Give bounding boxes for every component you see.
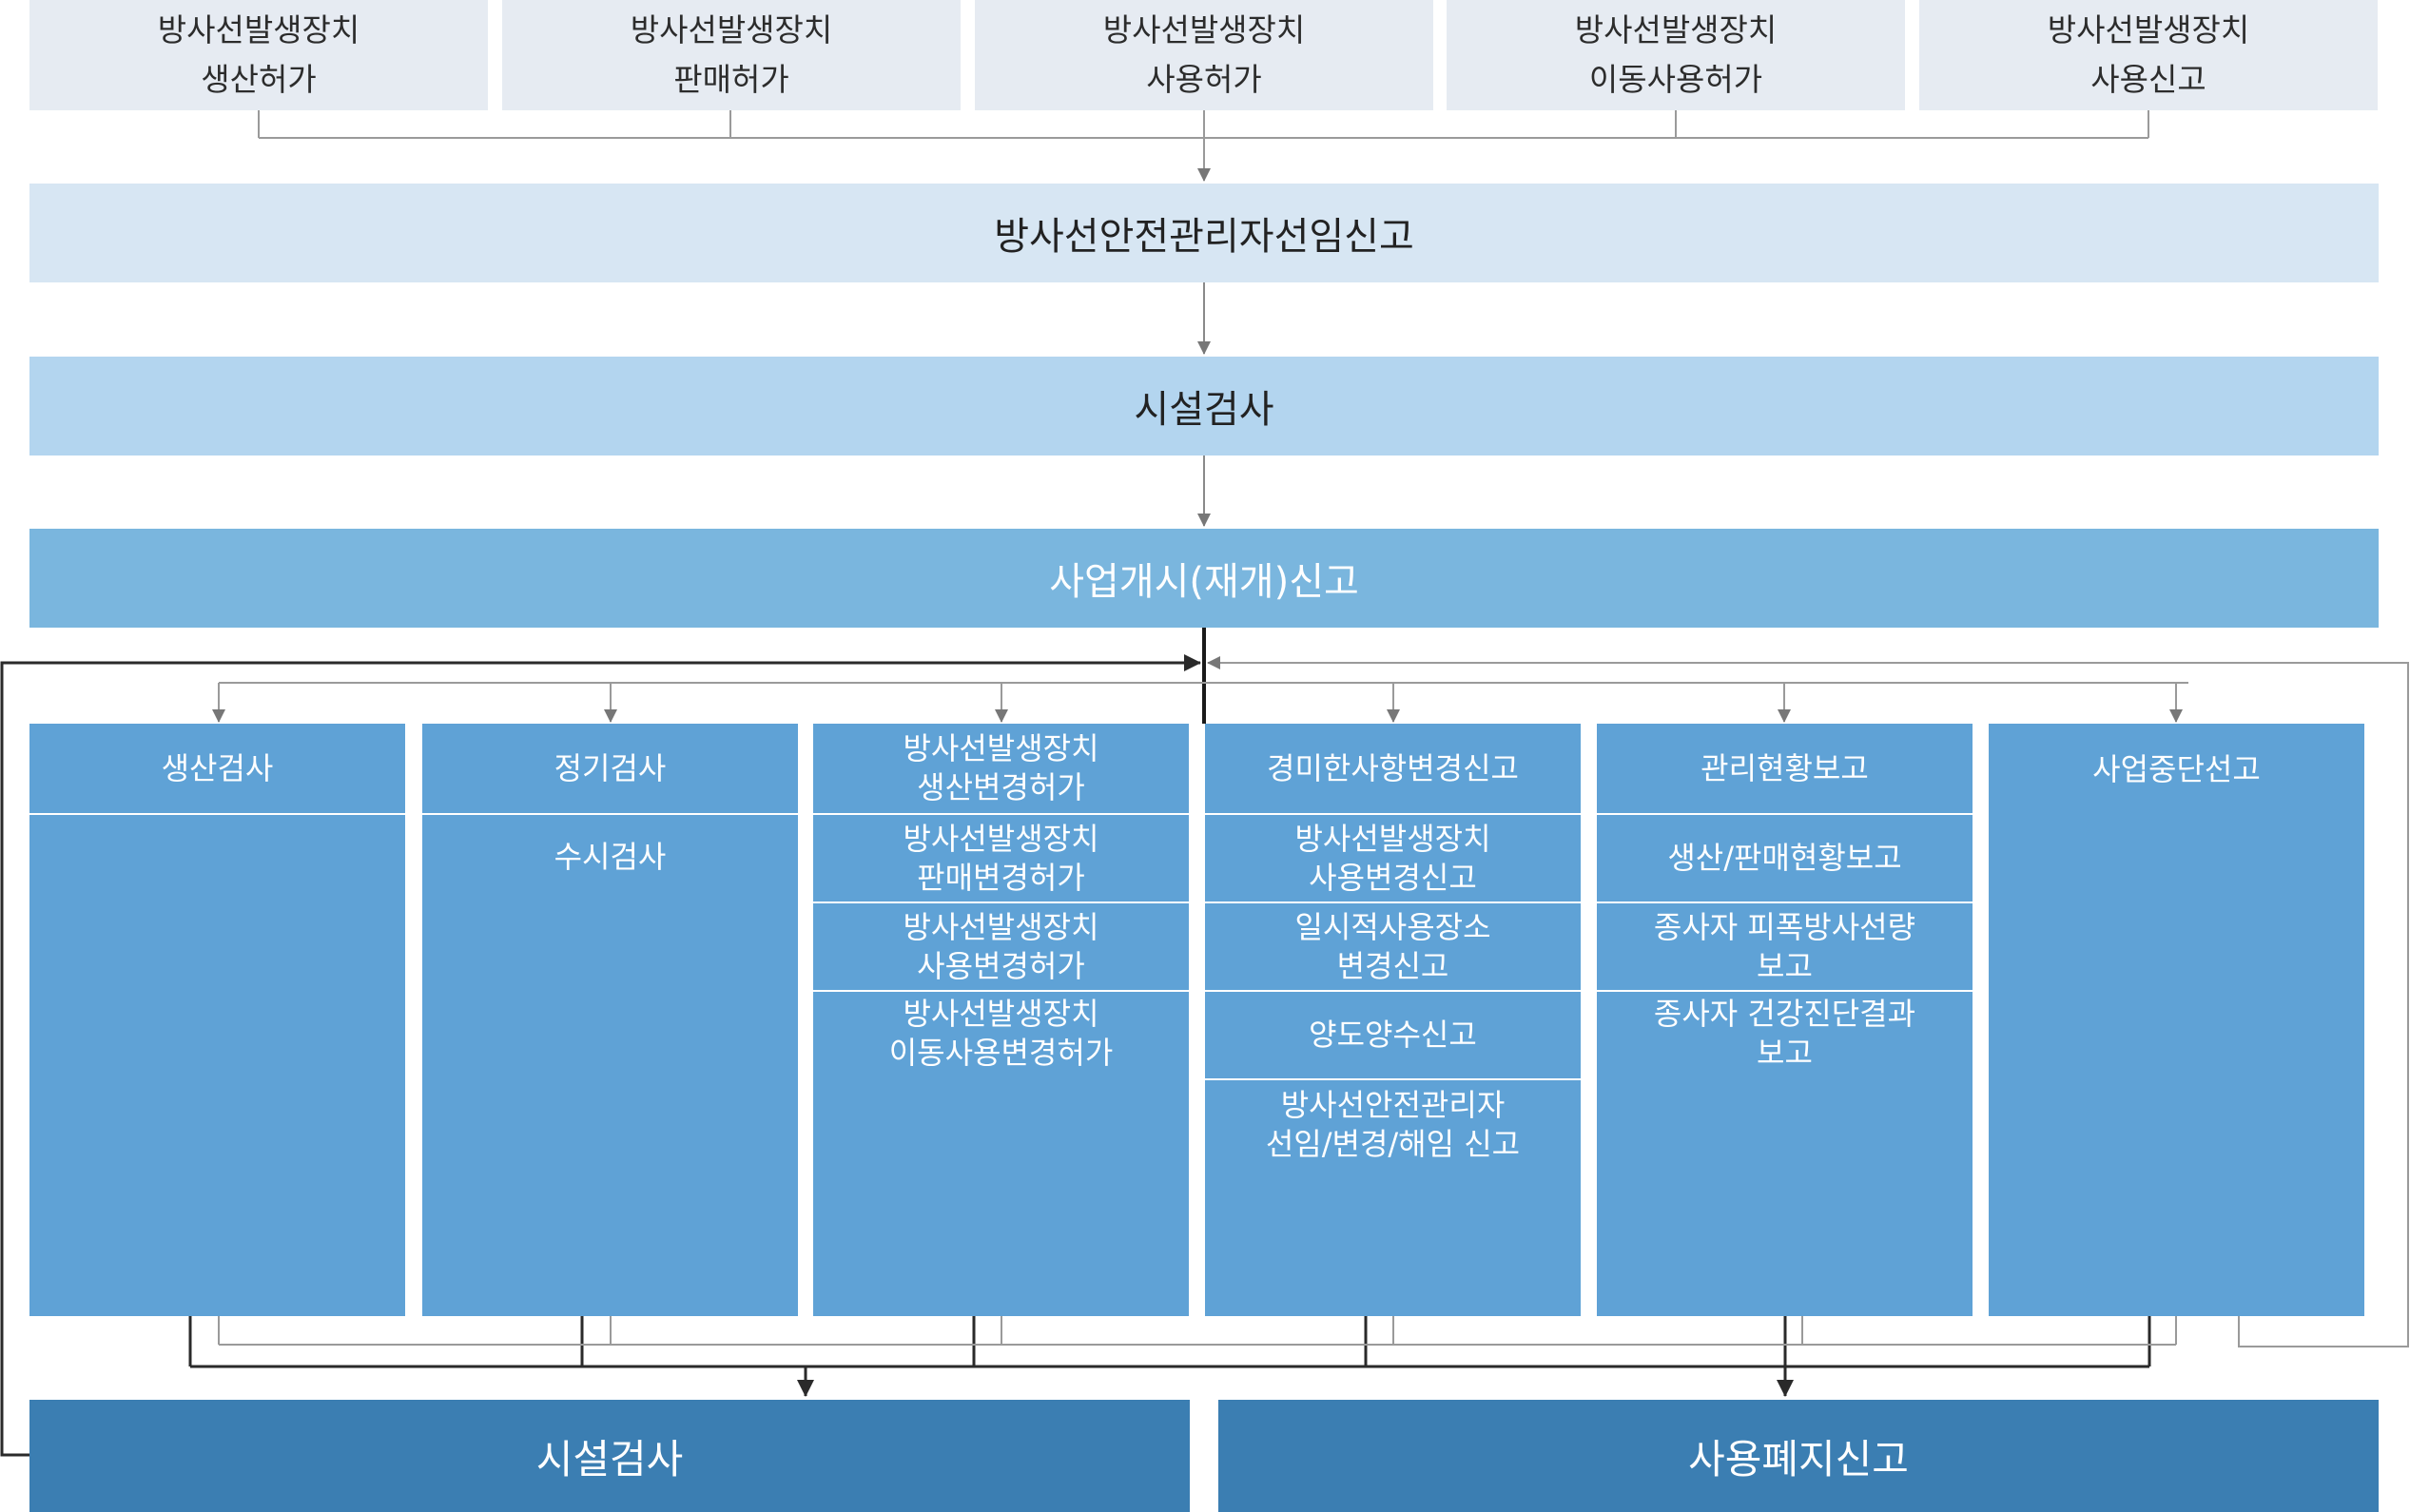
column-item: 수시검사 <box>422 815 798 899</box>
column-item-text: 판매변경허가 <box>917 859 1085 896</box>
column-header-text: 정기검사 <box>554 749 667 786</box>
column-header: 생산검사 <box>29 724 405 815</box>
column-item: 방사선발생장치 판매변경허가 <box>813 815 1189 903</box>
column-header-text: 생산변경허가 <box>917 769 1085 805</box>
column-periodic-inspection: 정기검사 수시검사 <box>422 724 798 1316</box>
column-item: 방사선발생장치 이동사용변경허가 <box>813 992 1189 1076</box>
column-item-text: 방사선안전관리자 <box>1280 1086 1506 1123</box>
gather-connector-light <box>218 1316 2177 1346</box>
column-item-text: 양도양수신고 <box>1309 1017 1477 1053</box>
column-item: 일시적사용장소 변경신고 <box>1205 903 1581 992</box>
right-feedback-loop <box>1207 656 2409 1347</box>
column-item: 방사선안전관리자 선임/변경/해임 신고 <box>1205 1080 1581 1169</box>
top-box-line1: 방사선발생장치 <box>1102 11 1306 48</box>
step-facility-inspection: 시설검사 <box>29 357 2379 456</box>
top-box-line1: 방사선발생장치 <box>1574 11 1778 48</box>
column-header: 사업중단선고 <box>1989 724 2364 815</box>
step-business-start-report: 사업개시(재개)신고 <box>29 529 2379 628</box>
distribution-connector <box>212 628 2188 724</box>
top-box-line2: 생산허가 <box>201 61 317 98</box>
column-item: 양도양수신고 <box>1205 992 1581 1080</box>
top-box-use-report: 방사선발생장치 사용신고 <box>1919 0 2378 110</box>
column-minor-change-reports: 경미한사항변경신고 방사선발생장치 사용변경신고 일시적사용장소 변경신고 양도… <box>1205 724 1581 1316</box>
top-box-line2: 사용허가 <box>1146 61 1262 98</box>
column-item: 생산/판매현황보고 <box>1597 815 1973 903</box>
column-item-text: 방사선발생장치 <box>903 996 1099 1032</box>
top-box-line1: 방사선발생장치 <box>630 11 833 48</box>
top-box-production-license: 방사선발생장치 생산허가 <box>29 0 488 110</box>
gather-connector-dark <box>188 1316 2151 1397</box>
column-item-text: 변경신고 <box>1336 947 1449 984</box>
column-header-text: 방사선발생장치 <box>903 730 1099 766</box>
top-box-line2: 이동사용허가 <box>1588 61 1763 98</box>
column-item: 방사선발생장치 사용변경신고 <box>1205 815 1581 903</box>
column-item-text: 방사선발생장치 <box>1294 820 1491 857</box>
column-management-reports: 관리현황보고 생산/판매현황보고 종사자 피폭방사선량 보고 종사자 건강진단결… <box>1597 724 1973 1316</box>
top-box-line1: 방사선발생장치 <box>157 11 360 48</box>
top-box-mobile-use-license: 방사선발생장치 이동사용허가 <box>1447 0 1905 110</box>
column-item-text: 종사자 건강진단결과 <box>1653 996 1916 1032</box>
top-box-line1: 방사선발생장치 <box>2047 11 2250 48</box>
column-item-text: 방사선발생장치 <box>903 908 1099 945</box>
column-item-text: 생산/판매현황보고 <box>1667 840 1902 876</box>
column-item: 종사자 건강진단결과 보고 <box>1597 992 1973 1076</box>
column-item-text: 종사자 피폭방사선량 <box>1653 908 1916 945</box>
column-header: 방사선발생장치 생산변경허가 <box>813 724 1189 815</box>
step-safety-manager-appointment: 방사선안전관리자선임신고 <box>29 184 2379 282</box>
top-box-sales-license: 방사선발생장치 판매허가 <box>502 0 961 110</box>
column-business-suspension: 사업중단선고 <box>1989 724 2364 1316</box>
column-header: 정기검사 <box>422 724 798 815</box>
column-item: 종사자 피폭방사선량 보고 <box>1597 903 1973 992</box>
bottom-use-discontinuation-report: 사용폐지신고 <box>1218 1400 2379 1512</box>
top-box-line2: 판매허가 <box>673 61 789 98</box>
column-item-text: 방사선발생장치 <box>903 820 1099 857</box>
column-item-text: 사용변경신고 <box>1309 859 1477 896</box>
column-item-text: 보고 <box>1757 1035 1813 1071</box>
column-item-text: 수시검사 <box>554 838 667 875</box>
column-header-text: 사업중단선고 <box>2092 750 2261 787</box>
column-header-text: 경미한사항변경신고 <box>1267 749 1519 786</box>
column-header: 경미한사항변경신고 <box>1205 724 1581 815</box>
column-item-text: 보고 <box>1757 947 1813 984</box>
column-item-text: 이동사용변경허가 <box>888 1035 1114 1071</box>
column-header: 관리현황보고 <box>1597 724 1973 815</box>
column-item-text: 일시적사용장소 <box>1294 908 1491 945</box>
column-production-inspection: 생산검사 <box>29 724 405 1316</box>
left-feedback-loop <box>0 654 1201 1457</box>
column-header-text: 생산검사 <box>161 749 274 786</box>
column-header-text: 관리현황보고 <box>1701 749 1869 786</box>
top-box-use-license: 방사선발생장치 사용허가 <box>975 0 1433 110</box>
column-item-text: 사용변경허가 <box>917 947 1085 984</box>
column-change-licenses: 방사선발생장치 생산변경허가 방사선발생장치 판매변경허가 방사선발생장치 사용… <box>813 724 1189 1316</box>
top-merge-connector <box>258 110 2149 182</box>
column-item-text: 선임/변경/해임 신고 <box>1265 1125 1521 1162</box>
column-item: 방사선발생장치 사용변경허가 <box>813 903 1189 992</box>
top-box-line2: 사용신고 <box>2090 61 2206 98</box>
bottom-facility-inspection: 시설검사 <box>29 1400 1190 1512</box>
